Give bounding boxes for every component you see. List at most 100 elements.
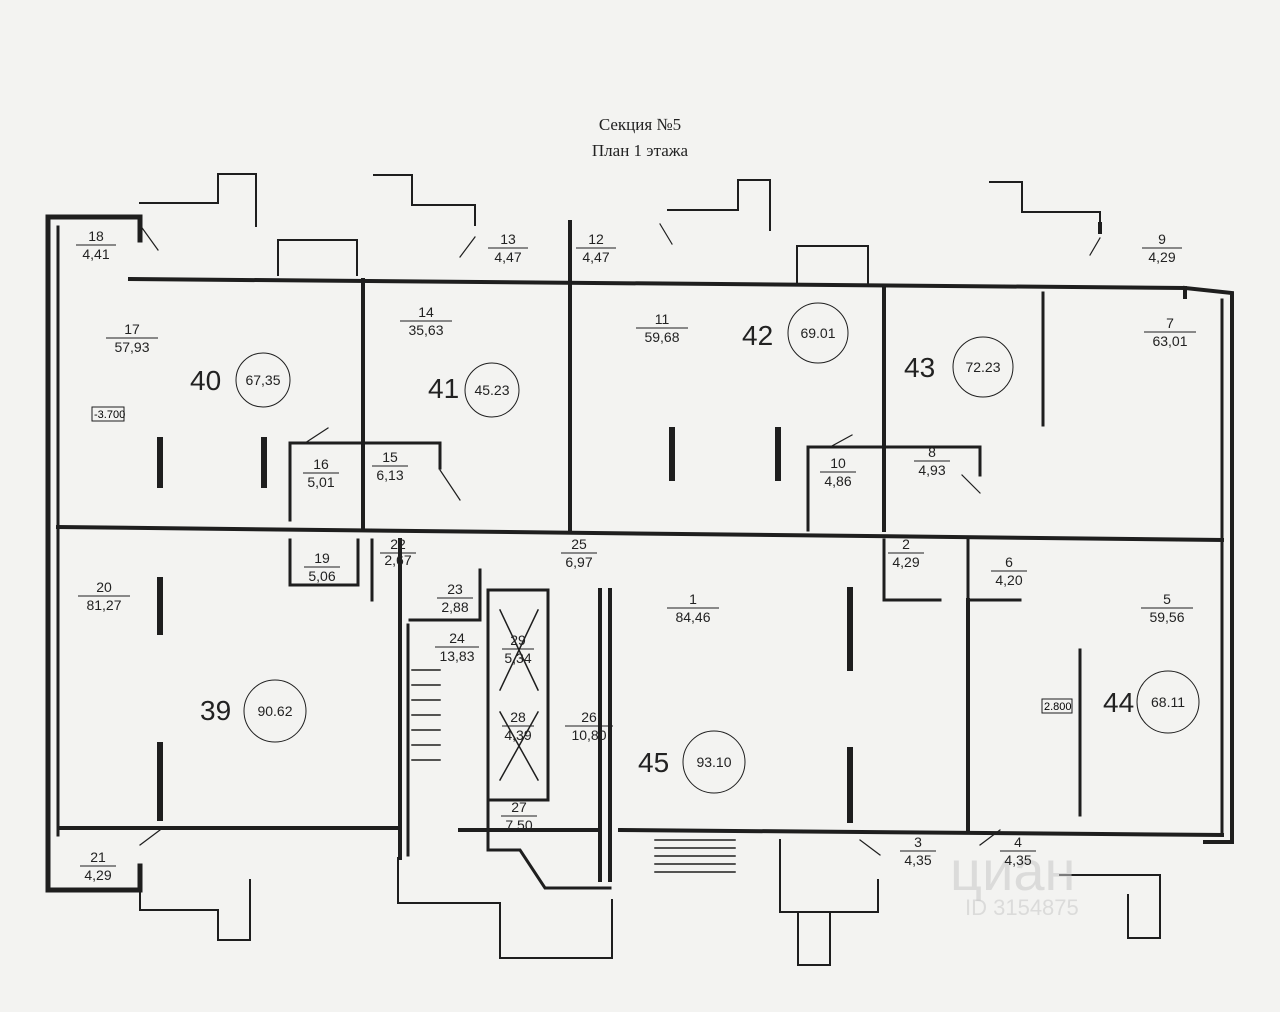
apartment-42: 42 69.01: [742, 302, 849, 364]
room-number: 3: [914, 834, 922, 850]
room-1: 184,46: [667, 591, 719, 625]
room-7: 763,01: [1144, 315, 1196, 349]
porch-top-3: [667, 179, 771, 231]
porch-bottom-1: [139, 865, 251, 941]
apartment-area: 67,35: [245, 372, 280, 388]
apartment-number: 45: [638, 747, 669, 778]
room-8: 84,93: [914, 444, 950, 478]
floor-title: План 1 этажа: [591, 141, 689, 160]
corridor-26: [598, 588, 612, 882]
room-28: 284,39: [502, 709, 534, 743]
entry-steps-bottom: [654, 839, 736, 873]
room-area: 4,47: [494, 249, 521, 265]
room-number: 25: [571, 536, 587, 552]
level-marks: -3.700 2.800: [91, 406, 1073, 714]
room-23: 232,88: [437, 581, 473, 615]
walls: [45, 173, 1234, 966]
room-area: 6,97: [565, 554, 592, 570]
section-title: Секция №5: [598, 115, 682, 134]
room-area: 2,88: [441, 599, 468, 615]
apartment-area: 72.23: [965, 359, 1000, 375]
room-number: 5: [1163, 591, 1171, 607]
apartment-area: 90.62: [257, 703, 292, 719]
porch-top-1: [139, 173, 257, 227]
room-area: 5,34: [504, 650, 531, 666]
apartment-area-circle: [682, 730, 746, 794]
room-number: 18: [88, 228, 104, 244]
apartment-43: 43 72.23: [904, 336, 1014, 398]
room-number: 1: [689, 591, 697, 607]
room-area: 7,50: [505, 817, 532, 833]
room-number: 28: [510, 709, 526, 725]
room-12: 124,47: [576, 231, 616, 265]
entry-steps-top-2: [796, 245, 869, 284]
room-16: 165,01: [303, 456, 339, 490]
room-area: 13,83: [439, 648, 474, 664]
bath-10-8: [806, 445, 982, 532]
room-area: 81,27: [86, 597, 121, 613]
outer-wall: [45, 214, 143, 893]
room-area: 5,06: [308, 568, 335, 584]
apartment-number: 42: [742, 320, 773, 351]
porch-bottom-4: [1059, 874, 1161, 939]
apartment-area-circle: [243, 679, 307, 743]
room-area: 6,13: [376, 467, 403, 483]
room-number: 26: [581, 709, 597, 725]
apartment-number: 40: [190, 365, 221, 396]
room-area: 84,46: [675, 609, 710, 625]
apartment-area-circle: [787, 302, 849, 364]
room-25: 256,97: [561, 536, 597, 570]
porch-bottom-2: [397, 857, 613, 959]
room-10: 104,86: [820, 455, 856, 489]
room-area: 4,35: [904, 852, 931, 868]
room-27: 277,50: [501, 799, 537, 833]
room-area: 4,86: [824, 473, 851, 489]
apartment-labels: 40 67,35 41 45.23 42 69.01 43 72.23 39: [190, 302, 1200, 794]
room-number: 11: [655, 311, 670, 327]
watermark-id: ID 3154875: [965, 895, 1079, 920]
room-number: 16: [313, 456, 329, 472]
room-number: 19: [314, 550, 330, 566]
room-area: 59,56: [1149, 609, 1184, 625]
room-22: 222,67: [380, 536, 416, 568]
room-area: 10,80: [571, 727, 606, 743]
apartment-number: 41: [428, 373, 459, 404]
room-19: 195,06: [304, 550, 340, 584]
porch-top-2: [373, 174, 476, 226]
room-number: 9: [1158, 231, 1166, 247]
outer-wall-top: [127, 276, 1234, 844]
apartment-area-circle: [952, 336, 1014, 398]
apartment-number: 39: [200, 695, 231, 726]
room-number: 6: [1005, 554, 1013, 570]
watermark-brand: циан: [950, 839, 1075, 902]
room-number: 4: [1014, 834, 1022, 850]
room-number: 20: [96, 579, 112, 595]
room-3: 34,35: [900, 834, 936, 868]
bath-2-6: [882, 538, 1022, 602]
porch-top-4: [989, 181, 1101, 227]
level-mark: -3.700: [94, 409, 125, 421]
room-18: 184,41: [76, 228, 116, 262]
elevator-cross-28: [498, 710, 540, 782]
level-box-2: [1041, 698, 1073, 714]
room-area: 2,67: [384, 552, 411, 568]
room-number: 14: [418, 304, 434, 320]
apartment-39: 39 90.62: [200, 679, 307, 743]
level-box-1: [91, 406, 125, 422]
room-area: 4,93: [918, 462, 945, 478]
apartment-45: 45 93.10: [638, 730, 746, 794]
apartment-area: 93.10: [696, 754, 731, 770]
stairs: [411, 669, 441, 761]
room-area: 4,29: [1148, 249, 1175, 265]
room-number: 22: [390, 536, 406, 552]
room-area: 4,41: [82, 246, 109, 262]
apartment-number: 43: [904, 352, 935, 383]
apartment-number: 44: [1103, 687, 1134, 718]
room-area: 4,35: [1004, 852, 1031, 868]
room-number: 10: [830, 455, 846, 471]
plan-title: Секция №5 План 1 этажа: [0, 112, 1280, 164]
bath-16-15: [288, 441, 442, 522]
